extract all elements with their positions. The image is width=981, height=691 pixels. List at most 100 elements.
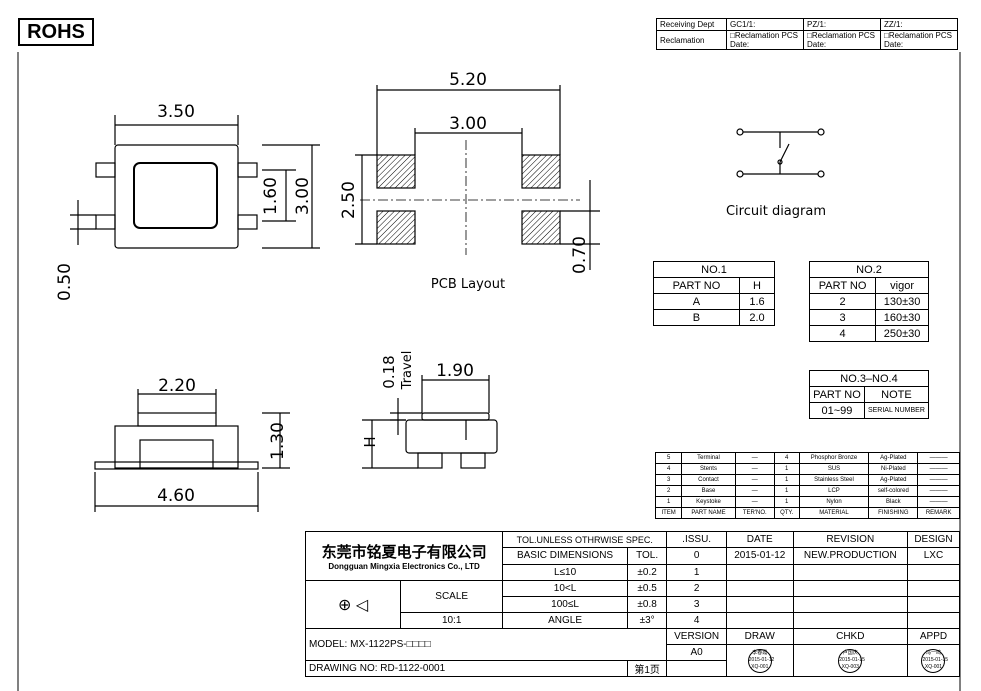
- appd-label: APPD: [906, 628, 961, 645]
- no1-cell: 1.6: [738, 293, 776, 310]
- bom-header: PART NAME: [681, 507, 736, 519]
- version-label: VERSION: [666, 628, 727, 645]
- bom-cell: Ni-Plated: [868, 463, 919, 475]
- no2-cell: 160±30: [875, 309, 929, 326]
- no1-header-h: H: [738, 277, 776, 294]
- revision-header: REVISION: [792, 530, 908, 549]
- no1-title: NO.1: [653, 261, 775, 278]
- top-view: [70, 115, 320, 249]
- bom-cell: ———: [917, 485, 960, 497]
- no1-header-part: PART NO: [653, 277, 740, 294]
- bom-cell: ———: [917, 452, 960, 464]
- dim-pin-width: 0.50: [55, 263, 75, 301]
- bom-cell: SUS: [798, 463, 870, 475]
- no1-cell: B: [653, 309, 740, 326]
- version-value: A0: [666, 644, 727, 661]
- date-header: DATE: [725, 530, 794, 549]
- bom-cell: 4: [773, 452, 800, 464]
- dim-top-width: 3.50: [157, 102, 195, 122]
- bom-cell: Ag-Plated: [868, 474, 919, 486]
- tol-value: ±0.5: [626, 580, 668, 597]
- title-block: 东莞市铭夏电子有限公司 Dongguan Mingxia Electronics…: [304, 530, 961, 677]
- stamp-code: XQ-003: [841, 663, 859, 670]
- basic-dims-label: BASIC DIMENSIONS: [502, 547, 628, 565]
- page-label: 第1页: [626, 660, 668, 677]
- no2-header-part: PART NO: [808, 277, 877, 294]
- no34-title: NO.3–NO.4: [809, 370, 929, 387]
- stamp-name: 李春霞: [752, 649, 768, 656]
- dim-body-height: 3.00: [293, 177, 313, 215]
- circuit-diagram-label: Circuit diagram: [726, 204, 826, 219]
- reclamation-cell-2: □Reclamation PCS Date:: [803, 30, 881, 50]
- dim-side-width: 4.60: [157, 486, 195, 506]
- bom-header: TER'NO.: [734, 507, 775, 519]
- stamp-name: 冯一鸣: [925, 649, 941, 656]
- company-cell: 东莞市铭夏电子有限公司 Dongguan Mingxia Electronics…: [304, 531, 504, 581]
- issue-value: 0: [666, 547, 727, 565]
- rohs-label: ROHS: [18, 18, 94, 46]
- issu-header: .ISSU.: [666, 530, 727, 549]
- model-value: MX-1122PS-□□□□: [350, 639, 431, 650]
- receiving-table: Receiving Dept GC1/1: PZ/1: ZZ/1: Reclam…: [656, 18, 958, 50]
- no34-header-note: NOTE: [863, 386, 930, 403]
- drawing-no-label: DRAWING NO:: [309, 663, 378, 674]
- bom-cell: 1: [773, 485, 800, 497]
- bom-cell: 5: [654, 452, 683, 464]
- bom-cell: —: [734, 485, 775, 497]
- bom-header: QTY.: [773, 507, 800, 519]
- model-label: MODEL:: [309, 639, 348, 650]
- tol-value: ±0.2: [626, 563, 668, 582]
- bom-cell: 1: [773, 496, 800, 508]
- tol-value: ±0.8: [626, 596, 668, 613]
- dim-pcb-height: 2.50: [339, 181, 359, 219]
- bom-cell: Phosphor Bronze: [798, 452, 870, 464]
- tol-header: TOL.UNLESS OTHRWISE SPEC.: [502, 530, 668, 549]
- no1-cell: A: [653, 293, 740, 310]
- bom-cell: Stents: [681, 463, 736, 475]
- tol-range: 10<L: [502, 580, 628, 597]
- bom-cell: 1: [773, 474, 800, 486]
- issue-triangle: 1: [666, 563, 727, 582]
- bom-cell: self-colored: [868, 485, 919, 497]
- stamp-date: 2015-01-15: [839, 656, 865, 663]
- bom-cell: 1: [654, 496, 683, 508]
- dim-side-height: 1.30: [268, 422, 288, 460]
- tol-value: ±3°: [626, 612, 668, 629]
- bom-cell: 1: [773, 463, 800, 475]
- scale-label: SCALE: [400, 580, 504, 613]
- stamp-name: 卢国庆: [842, 649, 858, 656]
- chkd-label: CHKD: [792, 628, 908, 645]
- design-header: DESIGN: [906, 530, 961, 549]
- side-view: [94, 389, 290, 512]
- tol-range: L≤10: [502, 563, 628, 582]
- bom-cell: Base: [681, 485, 736, 497]
- bom-header: REMARK: [917, 507, 960, 519]
- reclamation-label: Reclamation: [656, 30, 727, 50]
- bom-cell: Keystoke: [681, 496, 736, 508]
- no34-cell: SERIAL NUMBER: [863, 402, 930, 419]
- bom-cell: —: [734, 496, 775, 508]
- travel-label: Travel: [400, 351, 415, 391]
- pcb-layout-label: PCB Layout: [431, 277, 505, 292]
- dim-side-cap: 2.20: [158, 376, 196, 396]
- no2-cell: 3: [808, 309, 877, 326]
- tol-range: ANGLE: [502, 612, 628, 629]
- draw-label: DRAW: [725, 628, 794, 645]
- model-cell: MODEL: MX-1122PS-□□□□: [304, 628, 668, 661]
- bom-cell: Stainless Steel: [798, 474, 870, 486]
- design-value: LXC: [906, 547, 961, 565]
- bom-header: ITEM: [654, 507, 683, 519]
- stamp-code: XQ-001: [924, 663, 943, 670]
- stamp-date: 2015-01-12: [748, 656, 775, 663]
- bom-cell: —: [734, 463, 775, 475]
- no34-cell: 01~99: [809, 402, 865, 419]
